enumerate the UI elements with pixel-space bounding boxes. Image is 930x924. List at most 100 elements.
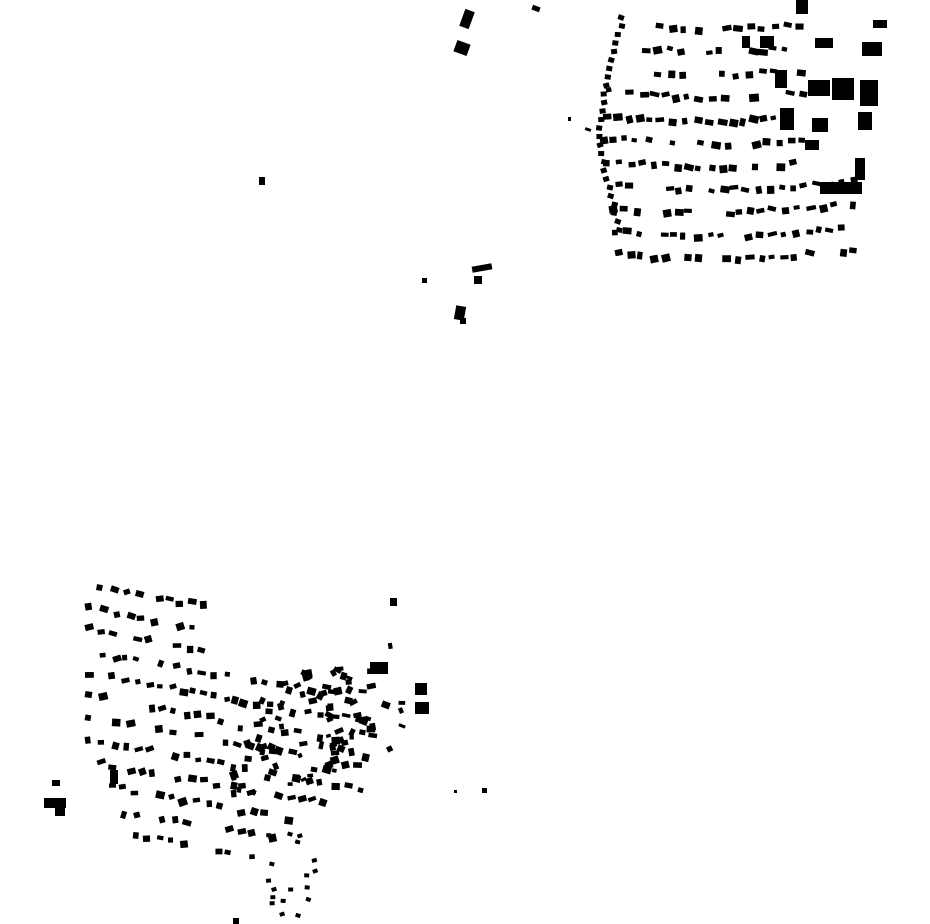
building	[249, 806, 260, 817]
building	[287, 831, 293, 837]
building	[108, 764, 117, 771]
building	[259, 748, 266, 756]
building	[156, 835, 164, 841]
building	[317, 712, 324, 718]
building	[635, 230, 643, 238]
building	[108, 783, 116, 788]
building	[84, 671, 94, 678]
building	[44, 798, 66, 808]
building	[123, 742, 130, 751]
building	[267, 768, 278, 777]
building	[270, 895, 276, 900]
building	[216, 717, 225, 726]
building	[274, 715, 282, 722]
building	[602, 82, 610, 89]
building	[746, 206, 755, 215]
building	[280, 898, 286, 903]
building	[762, 137, 771, 146]
building	[132, 636, 143, 643]
building	[618, 22, 626, 30]
building	[748, 47, 760, 56]
building	[683, 208, 692, 214]
building	[216, 758, 225, 766]
building	[641, 47, 651, 54]
building	[210, 672, 217, 680]
building	[759, 114, 768, 123]
building	[125, 719, 136, 728]
building	[820, 182, 862, 194]
building	[295, 912, 302, 919]
building	[776, 139, 783, 147]
building	[398, 723, 406, 729]
building	[615, 226, 623, 234]
building	[268, 861, 275, 867]
building	[780, 231, 787, 238]
building	[755, 185, 763, 195]
building	[719, 185, 731, 194]
building	[212, 782, 221, 789]
building	[305, 896, 312, 903]
building	[662, 208, 672, 218]
building	[311, 857, 318, 863]
building	[224, 824, 235, 833]
building	[195, 757, 202, 763]
building	[798, 90, 808, 98]
building	[604, 74, 612, 80]
building	[331, 782, 340, 791]
building	[666, 45, 674, 52]
building	[718, 70, 725, 77]
building	[728, 164, 737, 172]
building	[179, 840, 189, 849]
building	[607, 56, 615, 64]
building	[873, 20, 887, 28]
building	[738, 117, 747, 127]
building	[595, 125, 603, 131]
building	[222, 739, 229, 746]
building	[345, 678, 352, 685]
building	[860, 80, 878, 106]
building	[215, 848, 223, 855]
building	[165, 595, 175, 602]
building	[294, 839, 301, 845]
building	[288, 708, 297, 718]
building	[133, 811, 141, 819]
building	[369, 722, 377, 731]
building	[776, 163, 786, 172]
building	[155, 595, 165, 603]
building	[671, 94, 681, 104]
building	[146, 681, 155, 689]
building	[380, 700, 391, 710]
building	[186, 667, 193, 675]
building	[627, 250, 636, 259]
building	[353, 762, 363, 768]
building	[768, 254, 775, 260]
building	[111, 718, 121, 727]
building	[312, 868, 319, 874]
building	[224, 671, 231, 677]
building	[751, 140, 762, 150]
building	[646, 117, 653, 123]
building	[596, 141, 604, 149]
northeast-settlement	[595, 0, 887, 265]
building	[199, 600, 207, 609]
building	[621, 135, 627, 141]
building	[269, 901, 275, 906]
building	[143, 634, 153, 644]
building	[674, 187, 682, 195]
building	[288, 887, 294, 892]
building	[611, 201, 619, 208]
building	[387, 642, 393, 650]
building	[206, 712, 215, 720]
building	[610, 210, 618, 216]
building	[780, 254, 789, 260]
building	[52, 780, 60, 786]
building	[253, 720, 263, 728]
building	[649, 254, 659, 264]
building	[742, 36, 750, 48]
building	[694, 165, 701, 172]
building	[250, 789, 257, 796]
building	[785, 89, 795, 96]
building	[606, 184, 614, 191]
building	[300, 776, 307, 783]
building	[84, 623, 95, 632]
